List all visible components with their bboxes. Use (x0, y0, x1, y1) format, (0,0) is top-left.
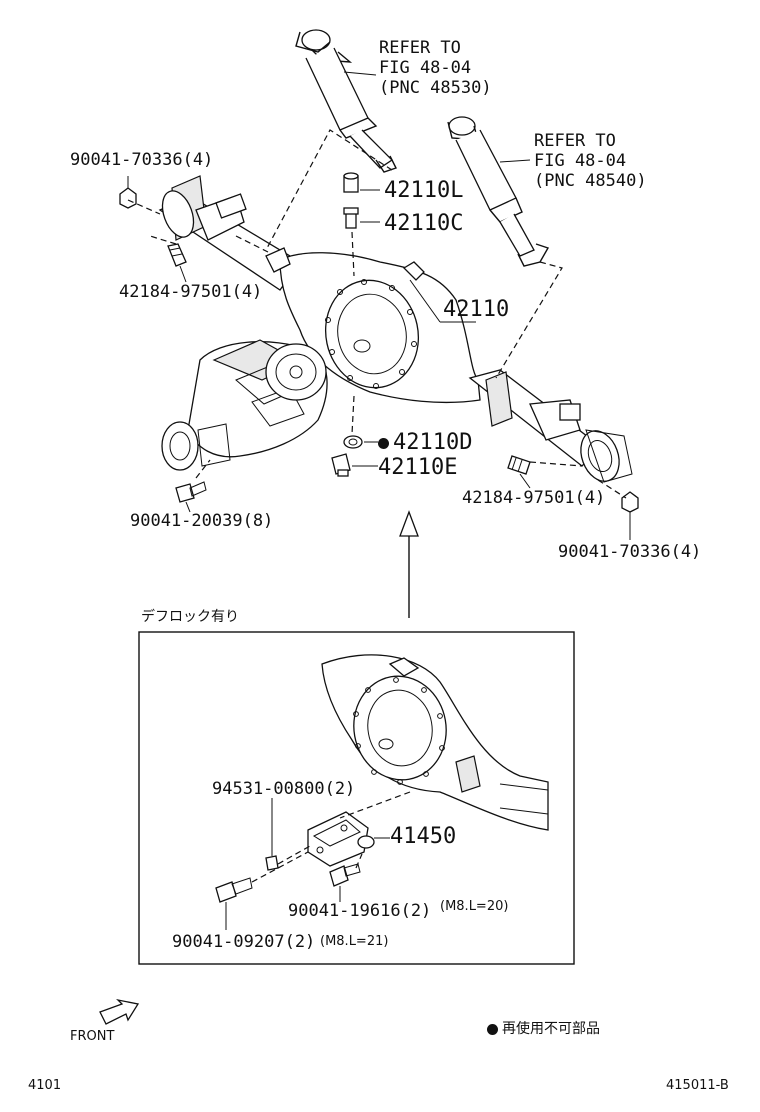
stud-right (507, 455, 531, 475)
refer-right-line3: (PNC 48540) (534, 171, 647, 191)
callout-94531-00800: 94531-00800(2) (212, 779, 356, 799)
washer-94531 (265, 855, 279, 871)
right-shock-absorber (447, 116, 550, 267)
plug-42110L (343, 172, 359, 193)
differential-carrier (161, 339, 328, 471)
callout-41450: 41450 (390, 824, 457, 849)
nut-left (119, 187, 137, 209)
page-id-right: 415011-B (666, 1078, 729, 1093)
front-label: FRONT (70, 1029, 115, 1044)
nut-right (621, 491, 639, 513)
refer-left-line3: (PNC 48530) (379, 78, 492, 98)
note-19616: (M8.L=20) (440, 899, 509, 914)
bolt-90041-09207 (215, 877, 253, 903)
callout-42110D: 42110D (378, 432, 472, 454)
actuator-41450 (307, 811, 375, 867)
inset-box (138, 631, 575, 965)
left-shock-absorber (295, 29, 397, 173)
refer-left-line1: REFER TO (379, 38, 461, 58)
bolt-90041-19616 (329, 863, 361, 887)
plug-42110E (331, 453, 351, 477)
page-id-left: 4101 (28, 1078, 62, 1093)
callout-90041-09207: 90041-09207(2) (172, 932, 316, 952)
inset-title: デフロック有り (141, 609, 239, 625)
callout-90041-19616: 90041-19616(2) (288, 901, 432, 921)
up-arrow-icon (399, 510, 419, 618)
non-reusable-dot-icon (378, 437, 389, 449)
legend: 再使用不可部品 (487, 1022, 600, 1036)
legend-text: 再使用不可部品 (502, 1021, 600, 1037)
callout-42110: 42110 (443, 297, 510, 322)
callout-42184-97501-right: 42184-97501(4) (462, 488, 606, 508)
callout-42110D-text: 42110D (393, 430, 473, 455)
note-09207: (M8.L=21) (320, 934, 389, 949)
refer-right-line2: FIG 48-04 (534, 151, 627, 171)
callout-42110E: 42110E (378, 455, 458, 480)
callout-42184-97501-left: 42184-97501(4) (119, 282, 263, 302)
inset-housing (321, 654, 549, 831)
bolt-90041-20039 (175, 481, 207, 503)
refer-right-line1: REFER TO (534, 131, 616, 151)
refer-left-line2: FIG 48-04 (379, 58, 472, 78)
gasket-42110D (343, 435, 363, 449)
callout-42110C: 42110C (384, 211, 464, 236)
legend-dot-icon (487, 1023, 498, 1035)
stud-left (167, 243, 187, 267)
callout-42110L: 42110L (384, 178, 464, 203)
plug-42110C (343, 207, 359, 229)
callout-90041-70336-right: 90041-70336(4) (558, 542, 702, 562)
callout-90041-20039: 90041-20039(8) (130, 511, 274, 531)
callout-90041-70336-left: 90041-70336(4) (70, 150, 214, 170)
axle-housing (158, 175, 633, 483)
